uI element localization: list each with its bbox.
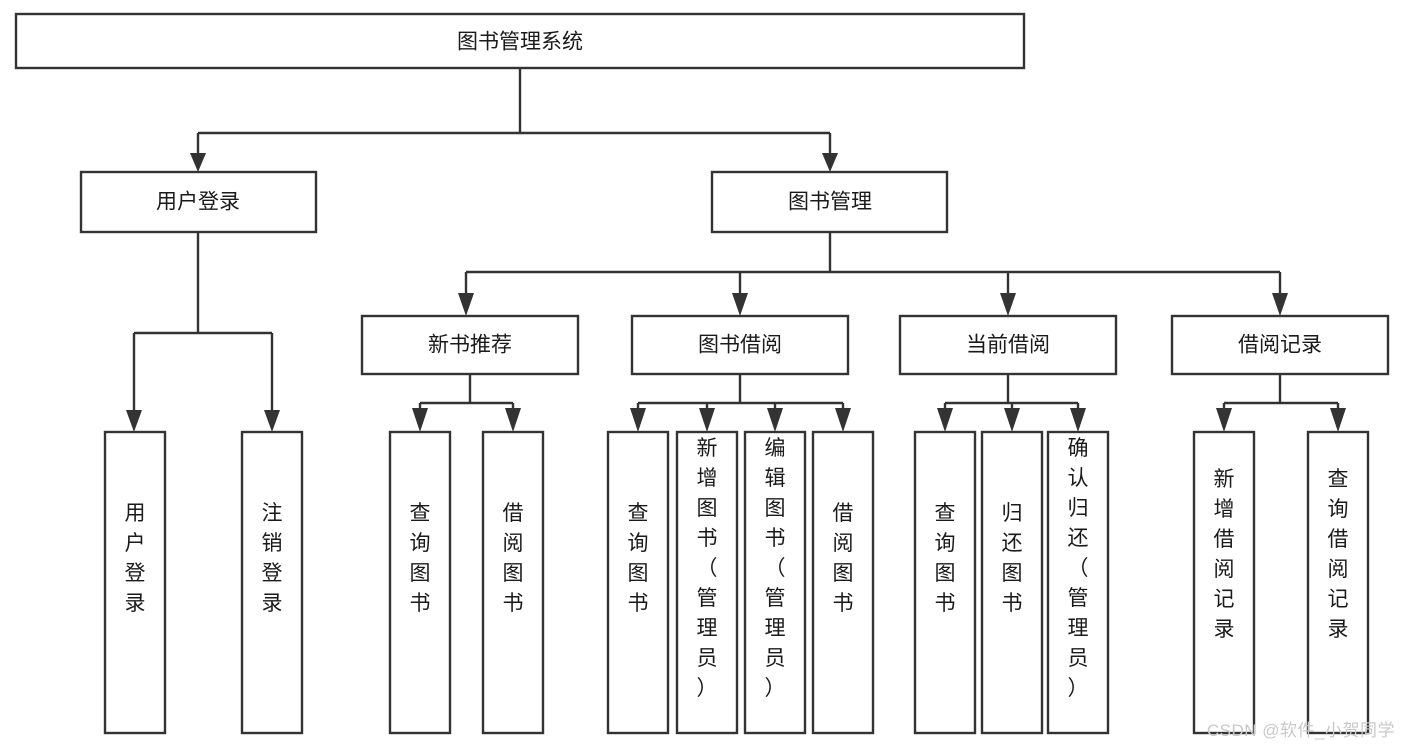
node-leaf-return-book-box[interactable] bbox=[980, 430, 1044, 735]
arrowhead-borrow-record bbox=[1272, 293, 1288, 316]
node-leaf-confirm-return[interactable]: 确认归还（管理员） bbox=[1046, 430, 1110, 735]
node-borrow-record[interactable]: 借阅记录 bbox=[1170, 314, 1390, 376]
node-leaf-user-login[interactable]: 用户登录 bbox=[103, 430, 167, 735]
node-current-borrow[interactable]: 当前借阅 bbox=[898, 314, 1118, 376]
node-leaf-query-book-2-label: 查询图书 bbox=[628, 502, 649, 615]
node-user-login-label: 用户登录 bbox=[156, 191, 240, 214]
node-leaf-confirm-return-label: 确认归还（管理员） bbox=[1068, 437, 1089, 700]
node-book-borrow[interactable]: 图书借阅 bbox=[630, 314, 850, 376]
node-leaf-query-book-3[interactable]: 查询图书 bbox=[913, 430, 977, 735]
node-root[interactable]: 图书管理系统 bbox=[14, 12, 1026, 70]
node-user-login[interactable]: 用户登录 bbox=[79, 170, 318, 234]
node-leaf-query-borrow-record-box[interactable] bbox=[1306, 430, 1370, 735]
node-leaf-query-book-3-box[interactable] bbox=[913, 430, 977, 735]
node-leaf-query-book-3-label: 查询图书 bbox=[935, 502, 956, 615]
node-leaf-borrow-book-2[interactable]: 借阅图书 bbox=[811, 430, 875, 735]
arrowhead-user-login bbox=[190, 153, 206, 172]
arrowhead-leaf-query-book-1 bbox=[412, 408, 428, 432]
arrowhead-leaf-query-book-2 bbox=[630, 408, 646, 432]
arrowhead-leaf-user-login bbox=[126, 410, 142, 432]
arrowhead-leaf-query-borrow-record bbox=[1330, 408, 1346, 432]
node-book-borrow-box[interactable] bbox=[630, 314, 850, 376]
node-leaf-add-borrow-record-label: 新增借阅记录 bbox=[1214, 468, 1235, 641]
node-leaf-query-book-1-box[interactable] bbox=[388, 430, 452, 735]
node-leaf-add-book-box[interactable] bbox=[675, 430, 739, 735]
node-leaf-borrow-book-1-box[interactable] bbox=[481, 430, 545, 735]
node-current-borrow-box[interactable] bbox=[898, 314, 1118, 376]
node-book-borrow-label: 图书借阅 bbox=[698, 334, 782, 357]
node-leaf-borrow-book-2-box[interactable] bbox=[811, 430, 875, 735]
arrowhead-new-book-recommend bbox=[458, 293, 474, 316]
node-leaf-user-login-label: 用户登录 bbox=[125, 502, 146, 615]
node-borrow-record-label: 借阅记录 bbox=[1238, 334, 1322, 357]
csdn-watermark: CSDN @软件_小贺同学 bbox=[1206, 721, 1395, 740]
arrowhead-leaf-confirm-return bbox=[1070, 408, 1086, 432]
node-new-book-recommend-label: 新书推荐 bbox=[428, 334, 512, 357]
node-new-book-recommend[interactable]: 新书推荐 bbox=[360, 314, 580, 376]
node-leaf-logout-login-box[interactable] bbox=[240, 430, 304, 735]
arrowhead-leaf-add-borrow-record bbox=[1216, 408, 1232, 432]
node-leaf-edit-book[interactable]: 编辑图书（管理员） bbox=[743, 430, 807, 735]
connector-layer bbox=[126, 68, 1346, 432]
node-leaf-add-book[interactable]: 新增图书（管理员） bbox=[675, 430, 739, 735]
node-leaf-confirm-return-box[interactable] bbox=[1046, 430, 1110, 735]
node-new-book-recommend-box[interactable] bbox=[360, 314, 580, 376]
node-leaf-add-book-label: 新增图书（管理员） bbox=[697, 437, 718, 700]
node-book-management-box[interactable] bbox=[710, 170, 949, 234]
arrowhead-leaf-query-book-3 bbox=[937, 408, 953, 432]
arrowhead-current-borrow bbox=[1000, 293, 1016, 316]
arrowhead-book-borrow bbox=[732, 293, 748, 316]
node-root-box[interactable] bbox=[14, 12, 1026, 70]
arrowhead-leaf-logout-login bbox=[264, 410, 280, 432]
arrowhead-leaf-return-book bbox=[1004, 408, 1020, 432]
node-leaf-edit-book-label: 编辑图书（管理员） bbox=[765, 437, 786, 700]
node-leaf-borrow-book-1[interactable]: 借阅图书 bbox=[481, 430, 545, 735]
node-leaf-query-book-2[interactable]: 查询图书 bbox=[606, 430, 670, 735]
node-leaf-query-borrow-record-label: 查询借阅记录 bbox=[1328, 468, 1349, 641]
node-leaf-edit-book-box[interactable] bbox=[743, 430, 807, 735]
arrowhead-leaf-borrow-book-2 bbox=[835, 408, 851, 432]
node-leaf-query-book-1[interactable]: 查询图书 bbox=[388, 430, 452, 735]
arrowhead-leaf-borrow-book-1 bbox=[505, 408, 521, 432]
arrowhead-leaf-add-book bbox=[699, 408, 715, 432]
node-leaf-return-book[interactable]: 归还图书 bbox=[980, 430, 1044, 735]
node-leaf-borrow-book-1-label: 借阅图书 bbox=[503, 502, 524, 615]
arrowhead-book-mgmt bbox=[822, 153, 838, 172]
node-borrow-record-box[interactable] bbox=[1170, 314, 1390, 376]
arrowhead-leaf-edit-book bbox=[767, 408, 783, 432]
node-leaf-query-borrow-record[interactable]: 查询借阅记录 bbox=[1306, 430, 1370, 735]
node-book-management[interactable]: 图书管理 bbox=[710, 170, 949, 234]
node-leaf-logout-login[interactable]: 注销登录 bbox=[240, 430, 304, 735]
node-leaf-user-login-box[interactable] bbox=[103, 430, 167, 735]
node-leaf-logout-login-label: 注销登录 bbox=[262, 502, 283, 615]
node-book-management-label: 图书管理 bbox=[788, 191, 872, 214]
node-leaf-add-borrow-record[interactable]: 新增借阅记录 bbox=[1192, 430, 1256, 735]
node-current-borrow-label: 当前借阅 bbox=[966, 334, 1050, 357]
node-root-label: 图书管理系统 bbox=[457, 31, 583, 54]
node-user-login-box[interactable] bbox=[79, 170, 318, 234]
node-leaf-borrow-book-2-label: 借阅图书 bbox=[833, 502, 854, 615]
node-leaf-query-book-2-box[interactable] bbox=[606, 430, 670, 735]
node-leaf-add-borrow-record-box[interactable] bbox=[1192, 430, 1256, 735]
node-leaf-return-book-label: 归还图书 bbox=[1002, 502, 1023, 615]
node-leaf-query-book-1-label: 查询图书 bbox=[410, 502, 431, 615]
